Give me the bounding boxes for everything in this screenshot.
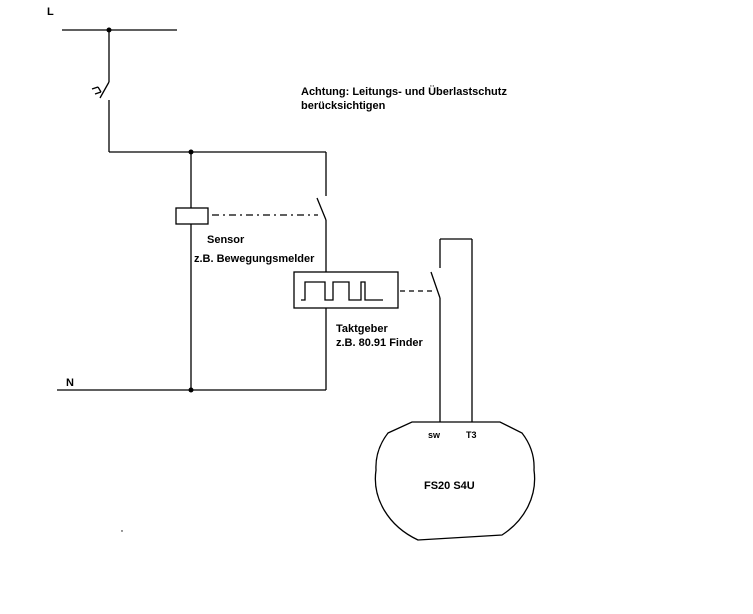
sensor-relay	[175, 197, 327, 390]
timer-module	[293, 271, 432, 390]
timer-contact	[430, 271, 441, 422]
top-rail	[109, 149, 327, 208]
sensor-label: Sensor	[207, 234, 245, 246]
stray-dot	[121, 530, 123, 532]
warning-note-line1: Achtung: Leitungs- und Überlastschutz	[301, 85, 507, 98]
neutral-line	[57, 387, 326, 393]
module-label: FS20 S4U	[424, 480, 475, 492]
timer-example-label: z.B. 80.91 Finder	[336, 337, 424, 349]
t3-loop-wire	[439, 238, 473, 422]
neutral-label: N	[66, 377, 74, 389]
circuit-breaker-icon	[91, 81, 110, 152]
timer-label: Taktgeber	[336, 323, 388, 335]
sensor-example-label: z.B. Bewegungsmelder	[194, 253, 315, 265]
warning-note-line2: berücksichtigen	[301, 100, 386, 112]
phase-label: L	[47, 6, 54, 18]
phase-line	[62, 27, 177, 82]
sw-terminal-label: sw	[428, 430, 441, 440]
fs20-module	[374, 421, 536, 541]
t3-terminal-label: T3	[466, 430, 477, 440]
